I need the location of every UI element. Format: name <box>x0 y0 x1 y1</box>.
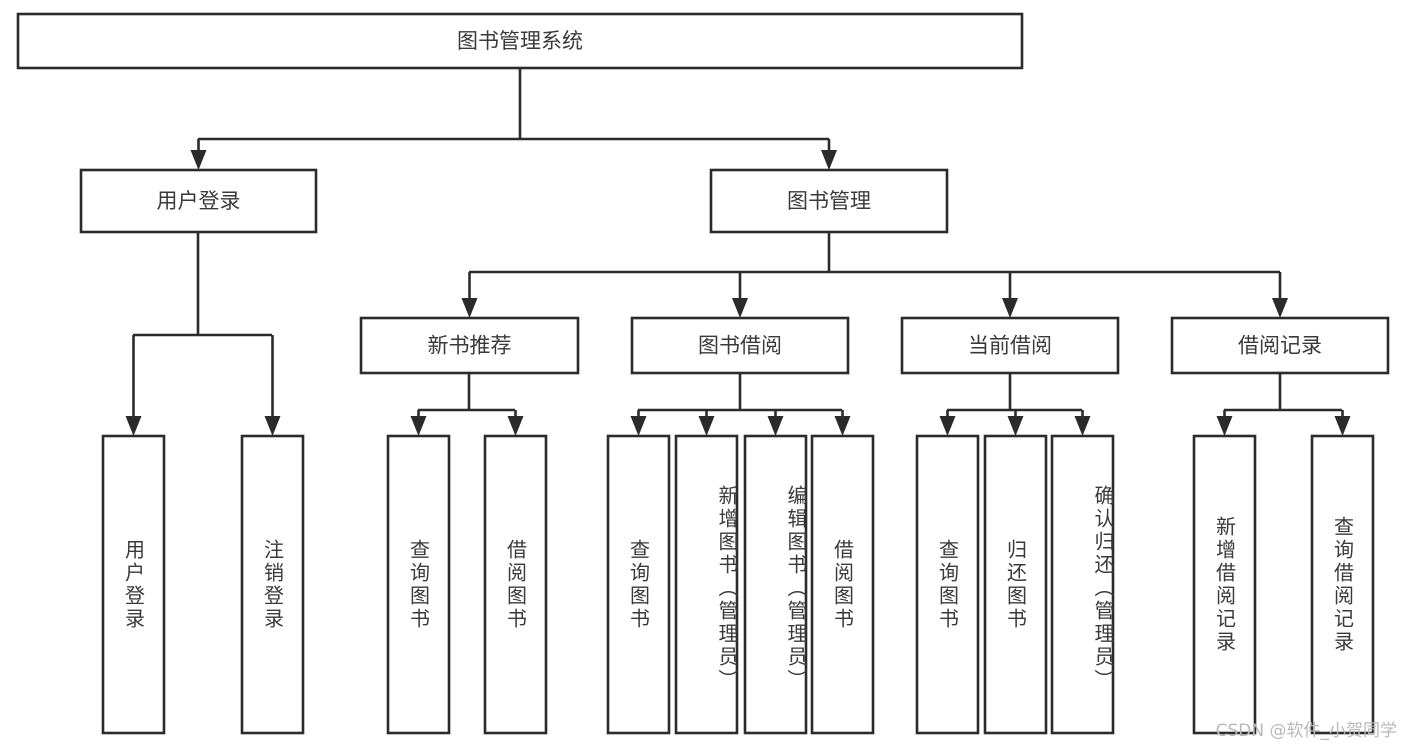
node-leaf-logout[interactable] <box>240 434 305 735</box>
connector-borrow-record-to-leaf-query-record <box>1334 410 1351 436</box>
node-root[interactable]: 图书管理系统 <box>16 12 1024 70</box>
arrow-head <box>1334 416 1351 436</box>
connector-book-borrow-to-leaf-borrow-book-2 <box>834 410 851 436</box>
node-leaf-borrow-book-2[interactable] <box>810 434 875 735</box>
node-leaf-edit-book[interactable] <box>743 434 808 735</box>
node-box-leaf-query-record[interactable] <box>1310 434 1375 735</box>
arrow-head <box>732 298 748 318</box>
node-leaf-borrow-book-1[interactable] <box>483 434 548 735</box>
connector-book-manage-to-borrow-record <box>1272 272 1288 318</box>
arrow-head <box>834 416 851 436</box>
node-borrow-record[interactable]: 借阅记录 <box>1170 316 1390 375</box>
arrow-head <box>461 298 478 318</box>
connector-book-borrow-to-leaf-edit-book <box>767 410 784 436</box>
arrow-head <box>264 416 281 436</box>
node-box-leaf-add-book[interactable] <box>674 434 739 735</box>
node-box-book-borrow[interactable] <box>630 316 850 375</box>
arrow-head <box>410 416 427 436</box>
node-user-login[interactable]: 用户登录 <box>79 168 318 234</box>
watermark-text: CSDN @软件_小贺同学 <box>1215 721 1397 741</box>
connector-bus-new-book <box>418 373 515 412</box>
node-label-current-borrow: 当前借阅 <box>968 334 1052 358</box>
node-leaf-add-record[interactable] <box>1192 434 1257 735</box>
connector-new-book-recommend-to-leaf-borrow-book-1 <box>507 410 524 436</box>
arrow-head <box>1074 416 1091 436</box>
node-label-book-borrow: 图书借阅 <box>698 334 782 358</box>
connector-user-login-to-leaf-logout <box>264 335 281 436</box>
arrow-head <box>939 416 956 436</box>
node-book-manage[interactable]: 图书管理 <box>709 168 949 234</box>
arrow-head <box>1002 298 1018 318</box>
node-leaf-query-book-1[interactable] <box>386 434 451 735</box>
connector-current-borrow-to-leaf-confirm-return <box>1074 410 1091 436</box>
node-box-leaf-add-record[interactable] <box>1192 434 1257 735</box>
node-box-root[interactable] <box>16 12 1024 70</box>
connector-current-borrow-to-leaf-return-book <box>1007 410 1024 436</box>
node-box-leaf-user-login[interactable] <box>101 434 166 735</box>
node-box-leaf-query-book-2[interactable] <box>606 434 671 735</box>
arrow-head <box>1216 416 1233 436</box>
node-box-book-manage[interactable] <box>709 168 949 234</box>
arrow-head <box>821 150 837 170</box>
arrow-head <box>190 150 207 170</box>
node-current-borrow[interactable]: 当前借阅 <box>900 316 1120 375</box>
connector-user-login-to-leaf-user-login <box>125 335 142 436</box>
connector-bus-book-manage <box>469 232 1280 274</box>
node-box-user-login[interactable] <box>79 168 318 234</box>
connector-book-manage-to-book-borrow <box>732 272 748 318</box>
node-label-borrow-record: 借阅记录 <box>1238 334 1322 358</box>
connector-bus-current-borrow <box>947 373 1082 412</box>
node-label-user-login: 用户登录 <box>157 189 241 213</box>
node-box-leaf-edit-book[interactable] <box>743 434 808 735</box>
connector-root-to-book-manage <box>821 139 837 170</box>
arrow-head <box>698 416 715 436</box>
connector-current-borrow-to-leaf-query-book-3 <box>939 410 956 436</box>
node-leaf-confirm-return[interactable] <box>1050 434 1115 735</box>
connector-new-book-recommend-to-leaf-query-book-1 <box>410 410 427 436</box>
connector-book-borrow-to-leaf-add-book <box>698 410 715 436</box>
connector-borrow-record-to-leaf-add-record <box>1216 410 1233 436</box>
node-leaf-query-book-3[interactable] <box>915 434 980 735</box>
node-new-book-recommend[interactable]: 新书推荐 <box>359 316 580 375</box>
node-box-leaf-query-book-3[interactable] <box>915 434 980 735</box>
node-box-new-book-recommend[interactable] <box>359 316 580 375</box>
node-leaf-query-record[interactable] <box>1310 434 1375 735</box>
connector-bus-borrow-record <box>1224 373 1342 412</box>
arrow-head <box>767 416 784 436</box>
connector-bus-book-borrow <box>638 373 842 412</box>
node-box-leaf-return-book[interactable] <box>983 434 1048 735</box>
connector-root-to-user-login <box>190 139 207 170</box>
edges-layer <box>125 68 1351 436</box>
node-leaf-user-login[interactable] <box>101 434 166 735</box>
node-box-current-borrow[interactable] <box>900 316 1120 375</box>
node-label-book-manage: 图书管理 <box>787 189 871 213</box>
node-box-leaf-query-book-1[interactable] <box>386 434 451 735</box>
arrow-head <box>125 416 142 436</box>
node-leaf-add-book[interactable] <box>674 434 739 735</box>
node-label-root: 图书管理系统 <box>457 29 583 53</box>
connector-bus-user-login <box>133 232 272 337</box>
connector-book-manage-to-new-book-recommend <box>461 272 478 318</box>
node-book-borrow[interactable]: 图书借阅 <box>630 316 850 375</box>
connector-book-manage-to-current-borrow <box>1002 272 1018 318</box>
arrow-head <box>1007 416 1024 436</box>
node-box-leaf-confirm-return[interactable] <box>1050 434 1115 735</box>
node-box-leaf-borrow-book-1[interactable] <box>483 434 548 735</box>
connector-bus-root <box>198 68 829 141</box>
node-leaf-return-book[interactable] <box>983 434 1048 735</box>
connector-book-borrow-to-leaf-query-book-2 <box>630 410 647 436</box>
arrow-head <box>1272 298 1288 318</box>
node-box-leaf-borrow-book-2[interactable] <box>810 434 875 735</box>
node-leaf-query-book-2[interactable] <box>606 434 671 735</box>
node-box-borrow-record[interactable] <box>1170 316 1390 375</box>
node-box-leaf-logout[interactable] <box>240 434 305 735</box>
arrow-head <box>630 416 647 436</box>
node-label-new-book-recommend: 新书推荐 <box>428 334 512 358</box>
arrow-head <box>507 416 524 436</box>
